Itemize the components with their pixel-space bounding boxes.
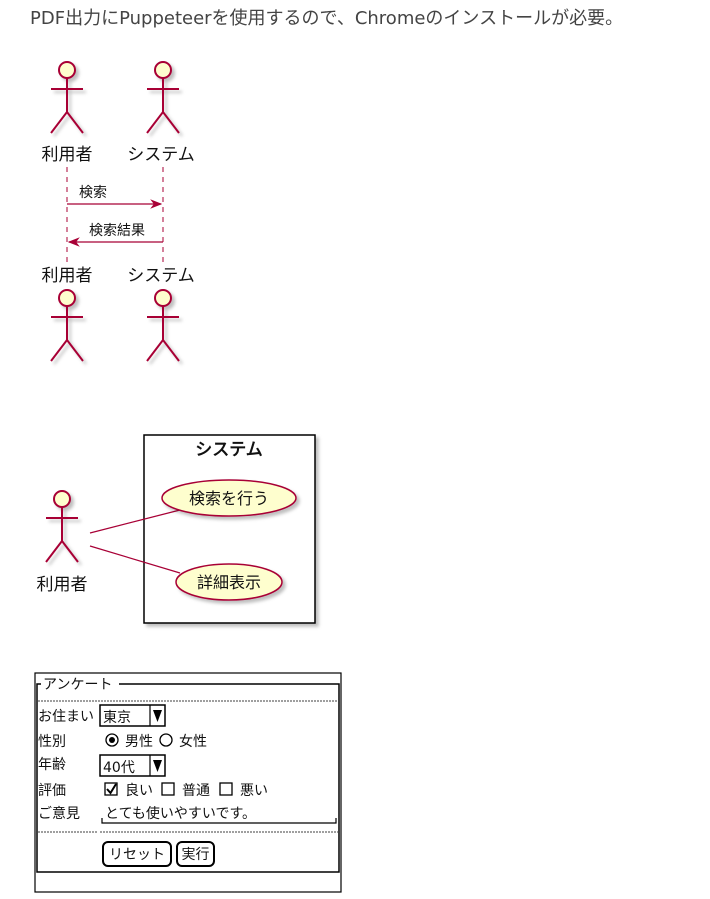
- submit-button[interactable]: 実行: [176, 841, 215, 867]
- association-search: [89, 509, 181, 534]
- participant-user-top-label: 利用者: [42, 145, 93, 165]
- usecase-diagram: システム 検索を行う 詳細表示 利用者: [37, 434, 316, 624]
- rating-checkbox-good[interactable]: 良い: [104, 782, 153, 799]
- system-boundary-title: システム: [195, 440, 263, 460]
- gender-option-male: 男性: [125, 734, 153, 750]
- actor-system-bottom-icon: [146, 289, 180, 362]
- gender-radio-male[interactable]: 男性: [105, 733, 153, 750]
- form-group-box: [36, 683, 340, 873]
- gender-radio-female[interactable]: 女性: [159, 733, 207, 750]
- intro-text: PDF出力にPuppeteerを使用するので、Chromeのインストールが必要。: [30, 8, 624, 29]
- age-select[interactable]: 40代: [99, 754, 166, 777]
- rating-checkbox-normal[interactable]: 普通: [161, 782, 210, 799]
- residence-dropdown-icon: [153, 710, 162, 722]
- age-select-value: 40代: [103, 760, 135, 776]
- gender-label: 性別: [38, 734, 66, 750]
- submit-button-label: 実行: [182, 847, 210, 863]
- usecase-search: [161, 479, 297, 517]
- residence-select-value: 東京: [103, 710, 131, 726]
- association-detail: [89, 545, 181, 574]
- rating-option-good: 良い: [125, 783, 153, 799]
- age-dropdown-icon: [153, 760, 162, 772]
- sequence-diagram: 利用者 システム 検索 検索結果 利用者 システム: [42, 61, 195, 362]
- usecase-search-label: 検索を行う: [189, 489, 269, 508]
- usecase-detail: [175, 563, 283, 601]
- actor-user-usecase-icon: [45, 490, 79, 563]
- participant-user-bottom-label: 利用者: [42, 266, 93, 286]
- actor-user-top-icon: [50, 61, 84, 134]
- reset-button-label: リセット: [109, 847, 165, 863]
- rating-label: 評価: [38, 783, 66, 799]
- opinion-input-value: とても使いやすいです。: [105, 805, 256, 822]
- rating-option-bad: 悪い: [240, 783, 268, 799]
- rating-checkbox-bad[interactable]: 悪い: [219, 782, 268, 799]
- residence-select[interactable]: 東京: [99, 704, 166, 727]
- survey-form: アンケート お住まい 東京 性別 男性 女性 年齢 40代: [34, 672, 342, 893]
- form-group-title: アンケート: [43, 677, 112, 693]
- usecase-detail-label: 詳細表示: [197, 573, 261, 592]
- radio-selected-icon: [109, 737, 115, 743]
- gender-option-female: 女性: [179, 733, 207, 750]
- age-label: 年齢: [38, 757, 66, 773]
- reset-button[interactable]: リセット: [102, 841, 172, 867]
- residence-label: お住まい: [38, 709, 94, 725]
- opinion-label: ご意見: [38, 805, 80, 822]
- opinion-input[interactable]: とても使いやすいです。: [101, 805, 337, 824]
- checkmark-icon: [106, 783, 117, 795]
- participant-system-bottom-label: システム: [127, 266, 195, 286]
- message-result-label: 検索結果: [89, 222, 145, 239]
- usecase-actor-label: 利用者: [37, 575, 88, 595]
- rating-option-normal: 普通: [182, 783, 210, 799]
- participant-system-top-label: システム: [127, 145, 195, 165]
- actor-system-top-icon: [146, 61, 180, 134]
- actor-user-bottom-icon: [50, 289, 84, 362]
- message-search-label: 検索: [79, 184, 107, 201]
